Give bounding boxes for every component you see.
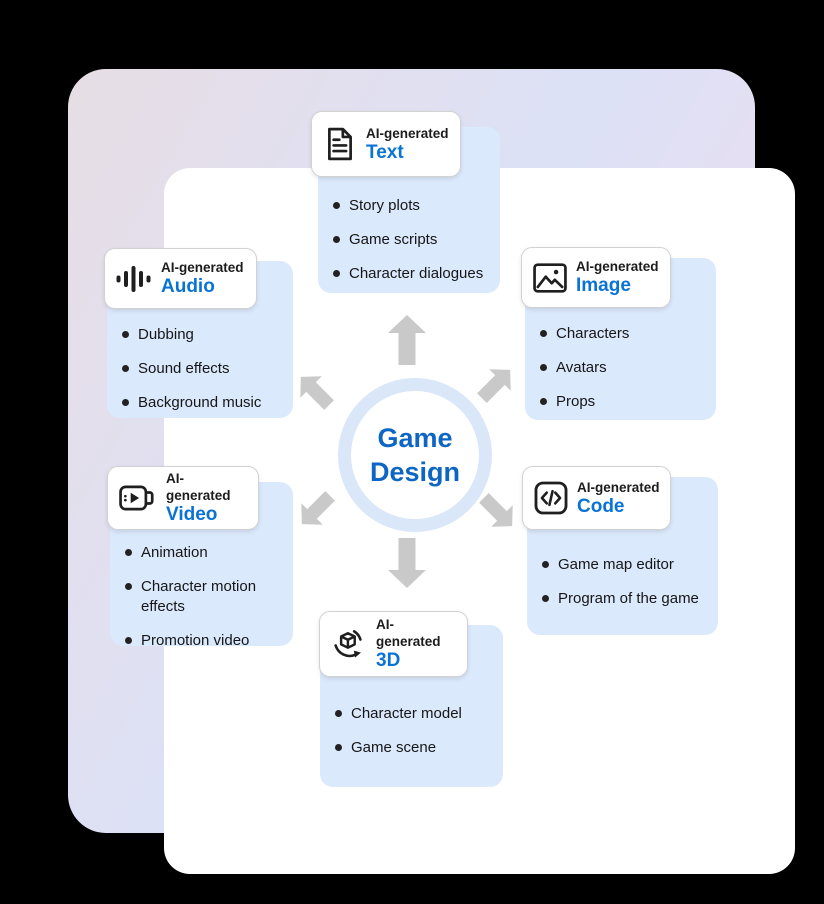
category-name: Image bbox=[576, 275, 631, 296]
header-titles: AI-generated Image bbox=[576, 258, 659, 297]
item-label: Game scripts bbox=[349, 231, 438, 248]
bullet-icon bbox=[333, 202, 340, 209]
list-item: Game scene bbox=[335, 738, 495, 758]
video-card-header: AI-generated Video bbox=[107, 466, 259, 530]
list-item: Character motion effects bbox=[125, 577, 287, 617]
bullet-icon bbox=[122, 399, 129, 406]
list-item: Program of the game bbox=[542, 589, 712, 609]
list-item: Character dialogues bbox=[333, 264, 492, 284]
category-name: Text bbox=[366, 141, 404, 163]
text-card-header: AI-generated Text bbox=[311, 111, 461, 177]
threed-item-list: Character model Game scene bbox=[335, 704, 495, 758]
bullet-icon bbox=[335, 710, 342, 717]
list-item: Avatars bbox=[540, 358, 708, 378]
code-item-list: Game map editor Program of the game bbox=[542, 555, 712, 609]
bullet-icon bbox=[542, 561, 549, 568]
code-brackets-icon bbox=[534, 481, 568, 515]
item-label: Background music bbox=[138, 394, 262, 411]
list-item: Props bbox=[540, 392, 708, 412]
item-label: Props bbox=[556, 393, 596, 410]
item-label: Animation bbox=[141, 544, 208, 561]
item-label: Game scene bbox=[351, 739, 437, 756]
bullet-icon bbox=[540, 364, 547, 371]
bullet-icon bbox=[122, 331, 129, 338]
list-item: Dubbing bbox=[122, 325, 285, 345]
video-camera-icon bbox=[119, 483, 157, 513]
code-card-header: AI-generated Code bbox=[522, 466, 671, 530]
ai-generated-label: AI-generated bbox=[161, 260, 244, 275]
item-label: Avatars bbox=[556, 359, 607, 376]
ai-generated-label: AI-generated bbox=[366, 125, 449, 141]
center-title: Game Design bbox=[370, 421, 460, 489]
arrow-lower-left-icon bbox=[291, 485, 342, 536]
game-design-circle: Game Design bbox=[338, 378, 492, 532]
list-item: Character model bbox=[335, 704, 495, 724]
audio-card-header: AI-generated Audio bbox=[104, 248, 257, 309]
item-label: Program of the game bbox=[558, 590, 699, 607]
list-item: Characters bbox=[540, 324, 708, 344]
arrow-upper-right-icon bbox=[471, 359, 522, 410]
bullet-icon bbox=[125, 549, 132, 556]
document-icon bbox=[323, 126, 357, 162]
category-name: Audio bbox=[161, 276, 215, 297]
bullet-icon bbox=[333, 270, 340, 277]
header-titles: AI-generated Text bbox=[366, 125, 449, 164]
ai-generated-label: AI-generated bbox=[576, 259, 659, 274]
item-label: Characters bbox=[556, 325, 630, 342]
picture-icon bbox=[533, 262, 567, 293]
item-label: Character motion effects bbox=[141, 578, 257, 615]
ai-generated-label: AI-generated bbox=[577, 479, 660, 495]
category-name: 3D bbox=[376, 650, 401, 671]
audio-item-list: Dubbing Sound effects Background music bbox=[122, 325, 285, 413]
ai-generated-label: AI-generated bbox=[166, 471, 231, 503]
bullet-icon bbox=[333, 236, 340, 243]
item-label: Game map editor bbox=[558, 556, 674, 573]
arrow-down-icon bbox=[388, 538, 426, 588]
category-name: Code bbox=[577, 495, 625, 517]
item-label: Promotion video bbox=[141, 632, 250, 649]
ai-generated-label: AI-generated bbox=[376, 617, 441, 649]
waveform-icon bbox=[116, 264, 152, 294]
header-titles: AI-generated 3D bbox=[376, 616, 457, 672]
item-label: Story plots bbox=[349, 197, 420, 214]
item-label: Character dialogues bbox=[349, 265, 484, 282]
text-item-list: Story plots Game scripts Character dialo… bbox=[333, 196, 492, 284]
cube-rotate-icon bbox=[331, 627, 367, 661]
arrow-upper-left-icon bbox=[290, 366, 341, 417]
category-name: Video bbox=[166, 504, 218, 525]
bullet-icon bbox=[540, 398, 547, 405]
bullet-icon bbox=[125, 637, 132, 644]
bullet-icon bbox=[335, 744, 342, 751]
center-title-line1: Game bbox=[377, 423, 453, 453]
video-item-list: Animation Character motion effects Promo… bbox=[125, 543, 287, 651]
item-label: Sound effects bbox=[138, 360, 230, 377]
list-item: Promotion video bbox=[125, 631, 287, 651]
list-item: Animation bbox=[125, 543, 287, 563]
list-item: Sound effects bbox=[122, 359, 285, 379]
image-item-list: Characters Avatars Props bbox=[540, 324, 708, 412]
image-card-header: AI-generated Image bbox=[521, 247, 671, 308]
bullet-icon bbox=[122, 365, 129, 372]
header-titles: AI-generated Audio bbox=[161, 259, 244, 298]
bullet-icon bbox=[125, 583, 132, 590]
header-titles: AI-generated Code bbox=[577, 479, 660, 518]
bullet-icon bbox=[542, 595, 549, 602]
arrow-lower-right-icon bbox=[473, 487, 524, 538]
list-item: Story plots bbox=[333, 196, 492, 216]
list-item: Background music bbox=[122, 393, 285, 413]
item-label: Dubbing bbox=[138, 326, 194, 343]
bullet-icon bbox=[540, 330, 547, 337]
item-label: Character model bbox=[351, 705, 462, 722]
header-titles: AI-generated Video bbox=[166, 470, 248, 526]
list-item: Game scripts bbox=[333, 230, 492, 250]
threed-card-header: AI-generated 3D bbox=[319, 611, 468, 677]
list-item: Game map editor bbox=[542, 555, 712, 575]
center-title-line2: Design bbox=[369, 457, 461, 487]
arrow-up-icon bbox=[388, 315, 426, 365]
